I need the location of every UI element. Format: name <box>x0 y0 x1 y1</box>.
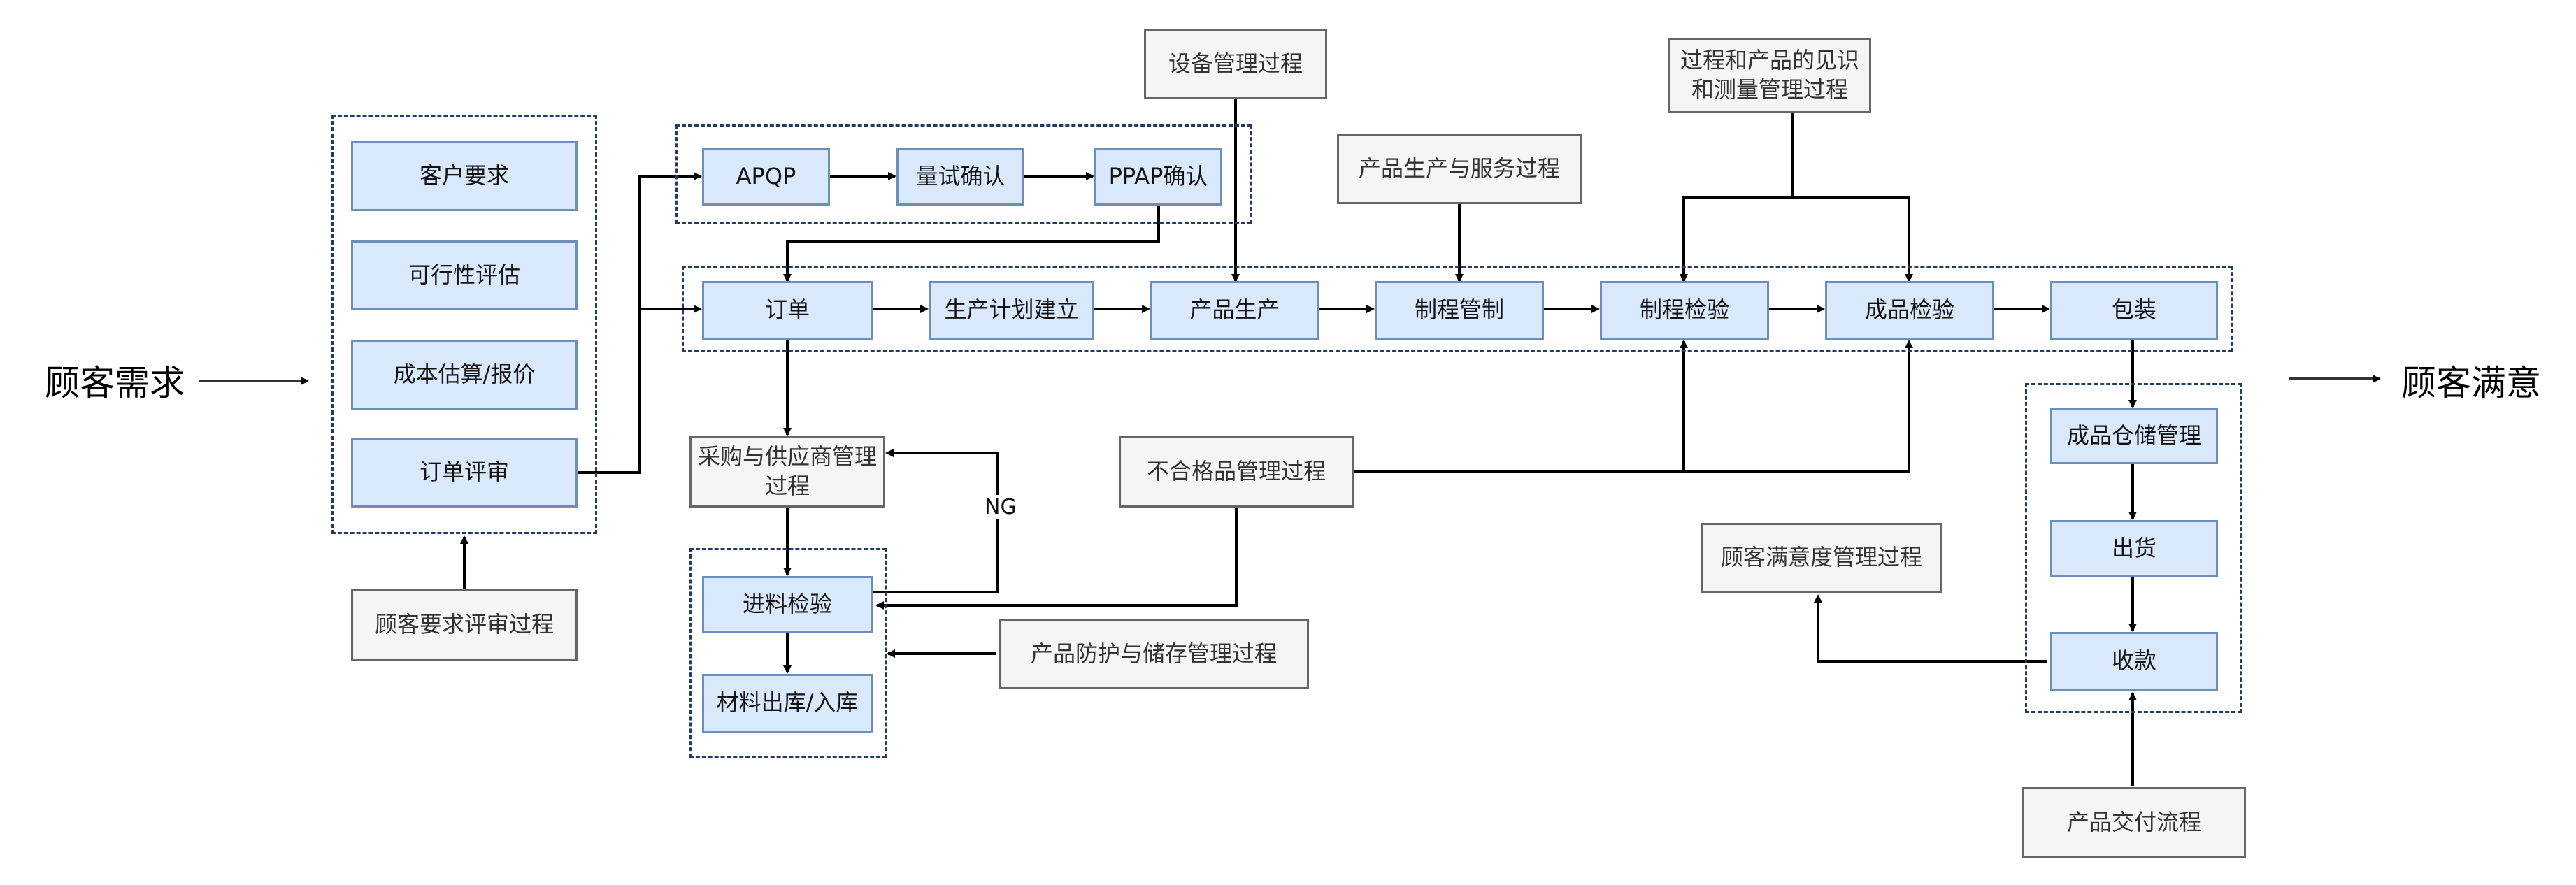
arrow-payment-satisfaction <box>1814 594 2047 663</box>
arrow-nonconform-final <box>1354 340 1913 473</box>
node-incoming-inspection[interactable]: 进料检验 <box>702 576 873 633</box>
group-order-review <box>331 115 597 534</box>
node-production-service-process[interactable]: 产品生产与服务过程 <box>1337 134 1582 204</box>
node-production[interactable]: 产品生产 <box>1150 281 1319 340</box>
group-delivery <box>2025 383 2242 713</box>
group-incoming <box>689 548 887 758</box>
node-finished-storage[interactable]: 成品仓储管理 <box>2050 408 2218 464</box>
ng-label: NG <box>982 495 1019 519</box>
node-process-inspection[interactable]: 制程检验 <box>1600 281 1769 340</box>
node-order-review[interactable]: 订单评审 <box>351 438 578 508</box>
node-review-process[interactable]: 顾客要求评审过程 <box>351 589 578 661</box>
arrow-measure-final <box>1793 196 1913 282</box>
arrow-review-apqp <box>578 172 702 474</box>
node-final-inspection[interactable]: 成品检验 <box>1825 281 1994 340</box>
arrow-nonconform-incoming <box>875 508 1238 610</box>
node-measurement-process[interactable]: 过程和产品的见识和测量管理过程 <box>1668 38 1871 113</box>
group-main-chain <box>682 266 2233 352</box>
node-purchase-process[interactable]: 采购与供应商管理过程 <box>689 436 885 508</box>
node-delivery-process[interactable]: 产品交付流程 <box>2022 787 2246 858</box>
node-shipping[interactable]: 出货 <box>2050 520 2218 577</box>
node-production-plan[interactable]: 生产计划建立 <box>929 281 1094 340</box>
group-apqp <box>675 124 1252 224</box>
node-protection-storage-process[interactable]: 产品防护与储存管理过程 <box>999 619 1309 689</box>
node-nonconforming-process[interactable]: 不合格品管理过程 <box>1119 436 1354 508</box>
node-satisfaction-process[interactable]: 顾客满意度管理过程 <box>1701 523 1942 593</box>
node-payment[interactable]: 收款 <box>2050 632 2218 691</box>
node-process-control[interactable]: 制程管制 <box>1375 281 1544 340</box>
node-feasibility[interactable]: 可行性评估 <box>351 240 578 310</box>
node-material-inout[interactable]: 材料出库/入库 <box>702 674 873 733</box>
node-equipment-process[interactable]: 设备管理过程 <box>1144 29 1327 99</box>
customer-demand-label: 顾客需求 <box>45 363 185 403</box>
arrow-measure-inspect <box>1680 113 1794 282</box>
node-order[interactable]: 订单 <box>702 281 873 340</box>
arrow-ng-loop <box>873 449 999 593</box>
customer-satisfaction-label: 顾客满意 <box>2401 363 2541 403</box>
node-packing[interactable]: 包装 <box>2050 281 2218 340</box>
arrow-ppap-order <box>783 206 1160 282</box>
node-cost-quote[interactable]: 成本估算/报价 <box>351 340 578 410</box>
node-trial-confirm[interactable]: 量试确认 <box>896 148 1024 206</box>
node-apqp[interactable]: APQP <box>702 148 830 206</box>
node-ppap-confirm[interactable]: PPAP确认 <box>1094 148 1222 206</box>
node-customer-requirement[interactable]: 客户要求 <box>351 141 578 211</box>
